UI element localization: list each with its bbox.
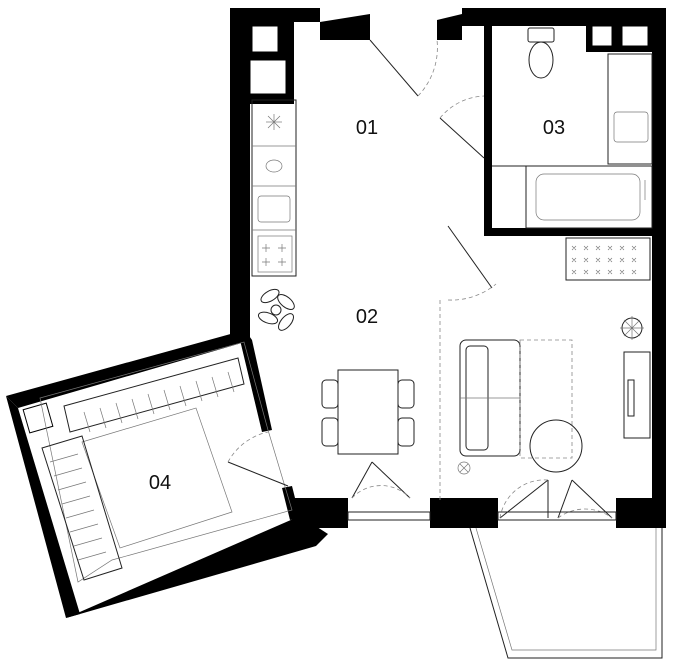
chair-right-bottom xyxy=(397,417,415,447)
tv xyxy=(627,379,635,417)
terrace-door-swing xyxy=(499,479,613,519)
pouf xyxy=(529,419,583,473)
balcony-shaft xyxy=(22,402,54,434)
bottom-door-a xyxy=(351,461,373,499)
wall-top-jamb-left xyxy=(320,14,370,40)
wall-top-jamb-right xyxy=(437,14,462,40)
balcony-shelf-hatch xyxy=(83,371,235,433)
entry-door-swing xyxy=(417,39,438,97)
balcony-bench xyxy=(41,435,123,581)
dining xyxy=(321,369,415,455)
bed-outline xyxy=(519,339,573,459)
window-bottom-right xyxy=(497,511,617,521)
wall-bath-left-lower xyxy=(484,158,492,234)
wall-balcony-bottom xyxy=(66,516,328,618)
bottom-door-swing xyxy=(351,485,411,499)
toilet-bowl xyxy=(528,41,554,79)
plant-right-icon xyxy=(620,316,644,340)
shaft-right-a xyxy=(591,25,613,47)
chair-right-top xyxy=(397,379,415,409)
window-bottom-left xyxy=(347,511,431,521)
kitchen-counter xyxy=(251,99,297,277)
balcony-bench-hatch xyxy=(49,453,107,561)
lamp-cross xyxy=(459,463,469,473)
wall-top-left xyxy=(230,8,320,22)
walls xyxy=(6,8,666,618)
balcony-door-swing xyxy=(227,431,269,463)
bin-icon xyxy=(265,159,283,173)
balcony-furniture xyxy=(41,357,245,581)
lamp-icon xyxy=(457,461,471,475)
burners xyxy=(262,244,286,266)
entry-door-leaf xyxy=(369,39,419,97)
balcony-table xyxy=(81,407,233,549)
dining-table xyxy=(337,369,399,455)
room-door-leaf xyxy=(447,225,493,289)
doors xyxy=(227,39,617,521)
bath-door-leaf xyxy=(439,117,485,159)
bathtub-inner xyxy=(535,173,641,221)
shaft-left-a xyxy=(251,25,279,53)
wall-left xyxy=(230,8,250,338)
bath-door-swing xyxy=(439,95,485,119)
terrace-outline xyxy=(469,527,663,659)
bathtub xyxy=(525,165,653,229)
wall-bottom-mid xyxy=(430,498,498,528)
rug-pattern xyxy=(571,245,637,275)
balcony-door-leaf xyxy=(227,461,289,487)
terrace xyxy=(469,527,663,659)
chair-left-top xyxy=(321,379,339,409)
bottom-door-b xyxy=(371,461,411,499)
chair-left-bottom xyxy=(321,417,339,447)
room-label-04: 04 xyxy=(149,472,171,494)
hood-icon xyxy=(266,114,282,130)
balcony-inner-outline xyxy=(39,341,293,583)
kitchen xyxy=(251,99,297,331)
shaft-right-b xyxy=(621,25,649,47)
stove-icon xyxy=(257,235,293,273)
wall-bath-left-upper xyxy=(484,26,492,158)
terrace-inner xyxy=(475,527,657,651)
room-label-01: 01 xyxy=(356,117,378,139)
toilet-tank xyxy=(527,27,555,43)
wall-top-right xyxy=(462,8,666,26)
bathroom xyxy=(492,27,653,229)
room-label-03: 03 xyxy=(543,117,565,139)
wall-bath-bottom xyxy=(484,228,652,236)
bath-counter xyxy=(607,53,653,165)
room-label-02: 02 xyxy=(356,306,378,328)
wall-balcony-top xyxy=(6,330,252,408)
balcony-shelf xyxy=(63,357,245,433)
plant-icon xyxy=(257,288,295,331)
sink-icon xyxy=(257,195,291,223)
wall-balcony-left xyxy=(6,396,80,618)
wall-bottom-right xyxy=(616,498,666,528)
washbasin-icon xyxy=(613,111,649,143)
tv-stand xyxy=(623,351,651,439)
room-door-swing xyxy=(447,283,497,301)
rug xyxy=(565,237,651,281)
wall-right xyxy=(652,8,666,528)
shaft-left-b xyxy=(249,59,287,95)
bedroom xyxy=(457,237,651,475)
wall-balcony-right-lower xyxy=(282,486,300,520)
